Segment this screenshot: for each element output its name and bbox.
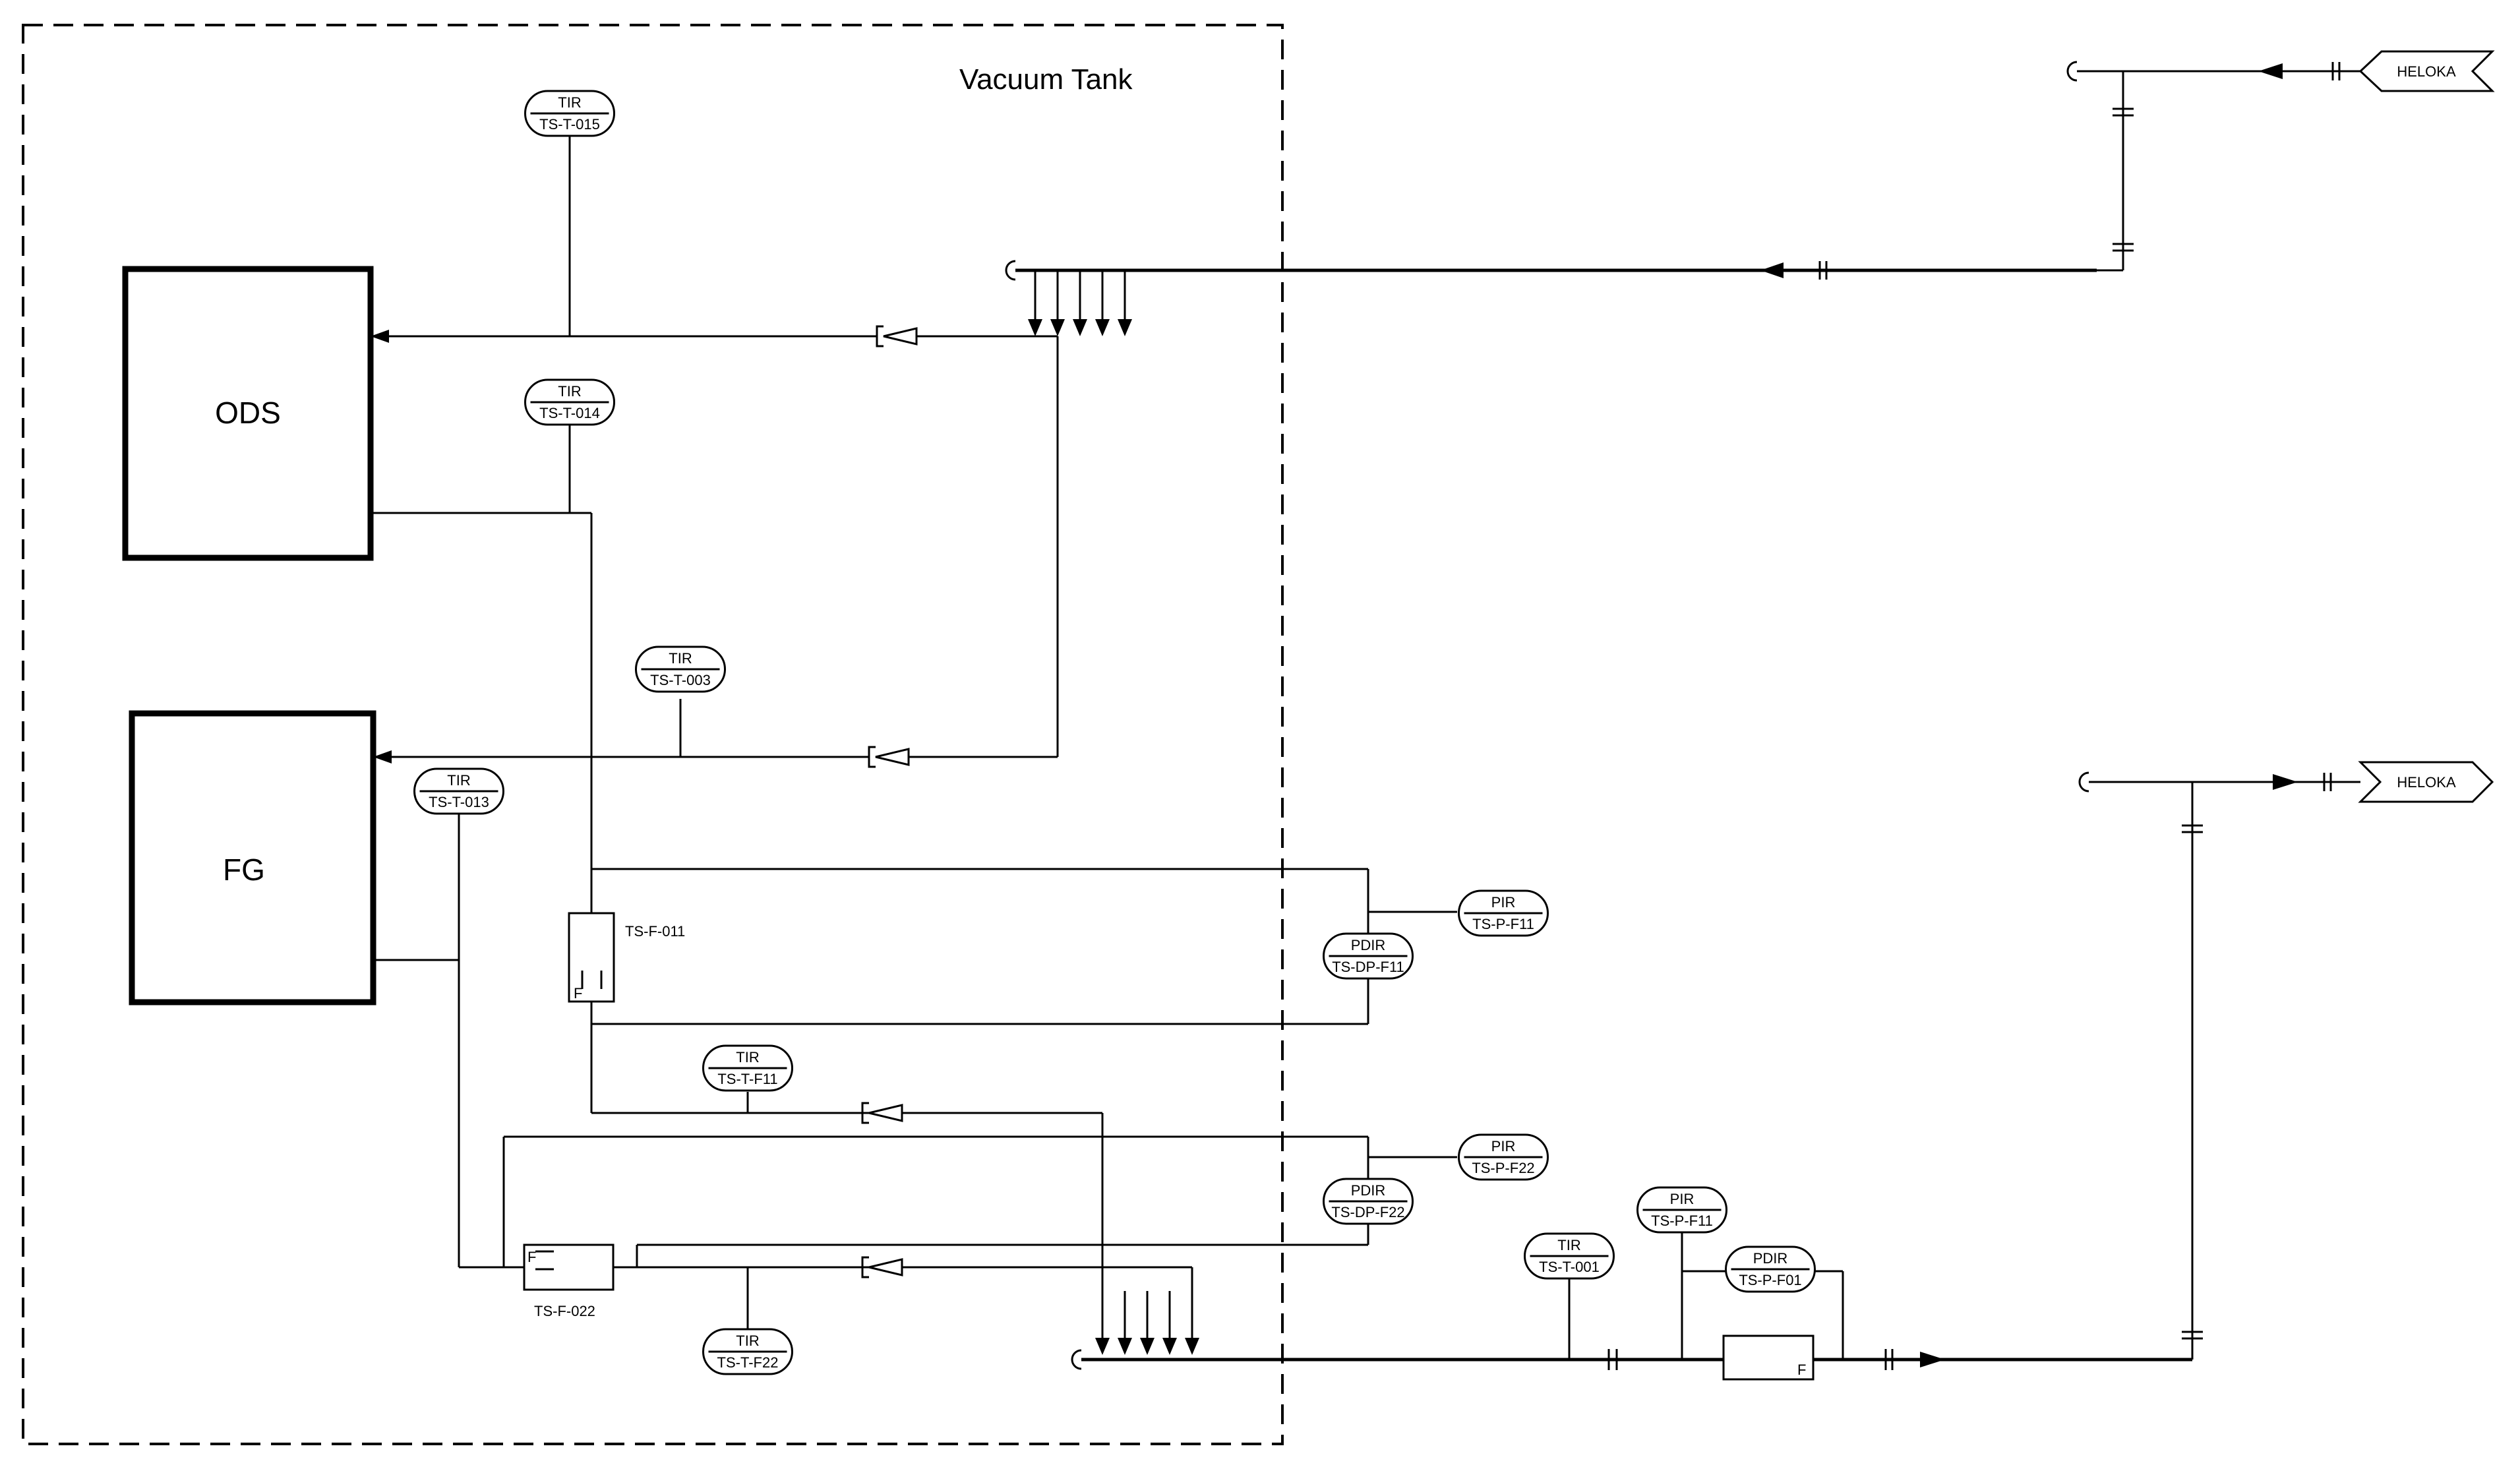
instrument-function: PIR (1491, 894, 1516, 911)
distributor-arrows-top (1028, 270, 1132, 336)
instrument-tt001[interactable]: TIR TS-T-001 (1524, 1232, 1615, 1280)
instrument-function: TIR (558, 94, 581, 111)
instrument-tag: TS-T-003 (650, 672, 711, 688)
bottom-return-line (1071, 782, 2203, 1370)
ods-box[interactable]: ODS (122, 266, 374, 561)
instrument-tag: TS-P-F01 (1739, 1272, 1801, 1288)
f022-outlet-line (613, 1256, 1193, 1344)
instrument-tag: TS-T-015 (539, 116, 600, 133)
offpage-heloka-top-label: HELOKA (2397, 63, 2456, 80)
filter-f022-mark: F (527, 1249, 536, 1265)
instrument-pdf01[interactable]: PDIR TS-P-F01 (1725, 1245, 1816, 1293)
instrument-bubbles: TIRTS-T-015TIRTS-T-014TIRTS-T-003TIRTS-T… (413, 90, 1816, 1375)
instrument-tag: TS-T-F11 (717, 1071, 777, 1087)
instrument-tt003[interactable]: TIR TS-T-003 (635, 645, 726, 693)
instrument-function: TIR (736, 1049, 759, 1065)
instrument-function: TIR (669, 650, 692, 667)
instrument-function: TIR (447, 772, 470, 789)
ods-return-line (371, 423, 593, 913)
instrument-tag: TS-P-F22 (1472, 1160, 1534, 1176)
fg-supply-line (373, 699, 1058, 768)
instrument-pdf22[interactable]: PDIR TS-DP-F22 (1323, 1178, 1414, 1225)
instrument-tag: TS-DP-F11 (1332, 959, 1404, 975)
filter-main-bottom[interactable]: F (1722, 1334, 1815, 1381)
filter-main-mark: F (1797, 1362, 1806, 1378)
fg-box[interactable]: FG (129, 710, 376, 1005)
fg-label: FG (223, 853, 265, 887)
filter-f011-mark: F (574, 985, 582, 1002)
top-header-line (1005, 260, 2123, 281)
offpage-heloka-bottom-label: HELOKA (2397, 774, 2456, 791)
instrument-ttf11[interactable]: TIR TS-T-F11 (702, 1044, 793, 1092)
instrument-tag: TS-P-F11 (1472, 916, 1534, 932)
instrument-tag: TS-T-F22 (717, 1354, 779, 1371)
instrument-pdf11[interactable]: PDIR TS-DP-F11 (1323, 932, 1414, 980)
instrument-tag: TS-T-013 (429, 794, 489, 810)
heloka-bottom-line (2078, 771, 2360, 793)
instrument-tag: TS-T-001 (1539, 1259, 1600, 1275)
filter-ts-f-022[interactable]: F TS-F-022 (523, 1244, 615, 1319)
f011-outlet-line (591, 1092, 1104, 1344)
instrument-function: TIR (736, 1333, 759, 1349)
filter-f011-label: TS-F-011 (625, 923, 685, 940)
instrument-tag: TS-P-F11 (1651, 1213, 1713, 1229)
instrument-function: PDIR (1351, 937, 1386, 953)
fg-return-line (373, 814, 524, 1269)
offpage-heloka-bottom[interactable]: HELOKA (2358, 761, 2494, 803)
f022-dp-loop (502, 1135, 1457, 1267)
instrument-function: TIR (1557, 1237, 1580, 1253)
ods-label: ODS (215, 396, 281, 430)
offpage-heloka-top[interactable]: HELOKA (2358, 50, 2495, 92)
instrument-ppf11b[interactable]: PIR TS-P-F11 (1636, 1186, 1727, 1234)
instrument-ppf22[interactable]: PIR TS-P-F22 (1458, 1133, 1549, 1181)
filter-ts-f-011[interactable]: F TS-F-011 (568, 912, 685, 1003)
instrument-tt013[interactable]: TIR TS-T-013 (413, 767, 504, 815)
instrument-tt015[interactable]: TIR TS-T-015 (524, 90, 615, 137)
instrument-ttf22[interactable]: TIR TS-T-F22 (702, 1328, 793, 1375)
filter-f022-label: TS-F-022 (534, 1303, 595, 1319)
instrument-ppf11[interactable]: PIR TS-P-F11 (1458, 889, 1549, 937)
vacuum-tank-title: Vacuum Tank (959, 63, 1133, 96)
heloka-top-line (2066, 61, 2360, 270)
instrument-function: PDIR (1753, 1250, 1788, 1267)
instrument-function: PDIR (1351, 1182, 1386, 1199)
f011-dp-loop (590, 868, 1457, 1113)
instrument-function: PIR (1670, 1191, 1695, 1207)
ods-supply-line (371, 325, 1059, 757)
instrument-function: PIR (1491, 1138, 1516, 1154)
vacuum-tank-boundary (22, 24, 1284, 1445)
instrument-tt014[interactable]: TIR TS-T-014 (524, 378, 615, 426)
instrument-function: TIR (558, 383, 581, 400)
instrument-tag: TS-T-014 (539, 405, 600, 421)
instrument-tag: TS-DP-F22 (1331, 1204, 1404, 1220)
bottom-collector-arrows (1095, 1291, 1199, 1355)
